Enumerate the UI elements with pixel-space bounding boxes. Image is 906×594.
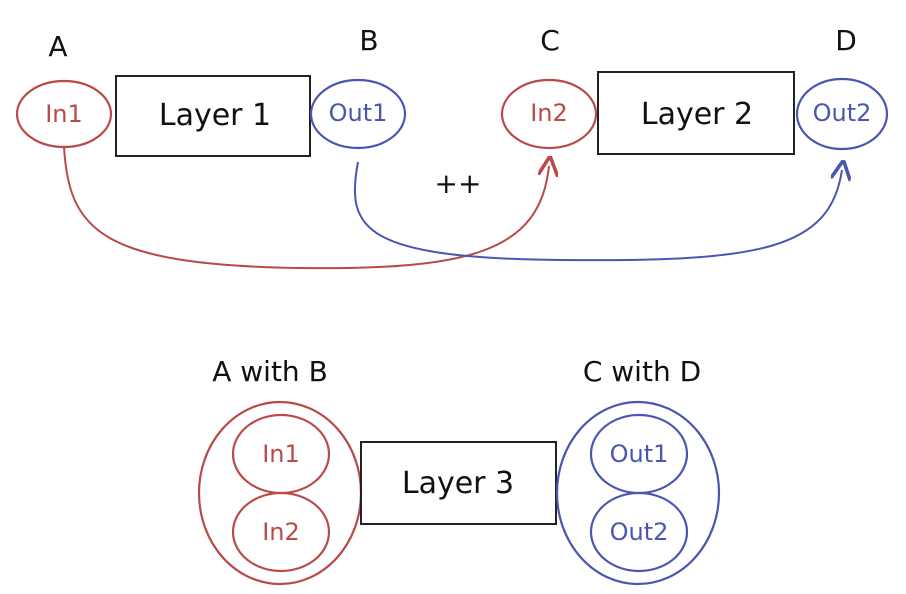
combined-input-2-port [231, 491, 331, 573]
label-c: C [540, 24, 560, 57]
concat-label: ++ [435, 167, 482, 200]
layer1-title: Layer 1 [159, 98, 271, 133]
layer2-output-port [795, 77, 889, 151]
layer1-output-port [309, 78, 407, 150]
label-a: A [48, 30, 67, 63]
blue-connector [353, 162, 842, 262]
layer3-box [360, 441, 557, 525]
combined-input-1-label: In1 [262, 440, 300, 468]
layer3-title: Layer 3 [402, 466, 514, 501]
layer2-input-label: In2 [530, 99, 568, 127]
combined-input-2-label: In2 [262, 518, 300, 546]
combined-output-group [555, 400, 721, 586]
label-a-with-b: A with B [212, 355, 328, 388]
label-d: D [835, 24, 857, 57]
layer2-title: Layer 2 [641, 97, 753, 132]
layer2-box [597, 71, 795, 155]
red-connector [63, 146, 549, 270]
label-b: B [359, 24, 378, 57]
layer1-output-label: Out1 [329, 99, 388, 127]
layer2-input-port [500, 78, 598, 150]
label-c-with-d: C with D [583, 355, 701, 388]
layer1-input-label: In1 [45, 100, 83, 128]
combined-output-2-port [589, 491, 689, 573]
layer2-output-label: Out2 [813, 99, 872, 127]
combined-output-2-label: Out2 [610, 518, 669, 546]
combined-output-1-label: Out1 [610, 440, 669, 468]
